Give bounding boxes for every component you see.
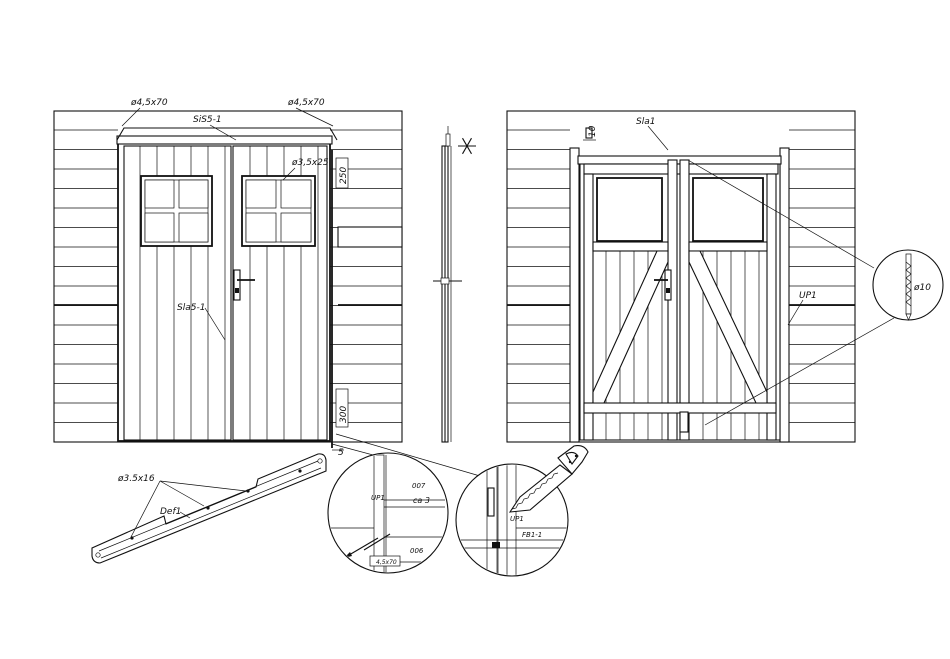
window-left (141, 176, 212, 246)
detail-post-fixing: UP1 007 ca 3 006 4,5x70 (328, 434, 480, 575)
detail-ca3-label: ca 3 (413, 496, 430, 505)
floor-bolt (680, 412, 688, 432)
side-section (433, 126, 476, 442)
strip-part-label: Def1 (160, 507, 181, 517)
back-elevation: 10 Sla1 UP1 ø10 (507, 111, 943, 442)
post-label: UP1 (799, 291, 817, 301)
door-panel-label: Sla5-1 (177, 303, 205, 313)
jamb-right (780, 148, 789, 442)
dim-10-label: 10 (588, 125, 598, 137)
dim-5-label: 5 (338, 448, 344, 458)
window-right (242, 176, 315, 246)
top-rail-back-label: Sla1 (636, 117, 655, 127)
drill-label: ø10 (913, 283, 931, 293)
back-window-left (597, 178, 662, 241)
top-rail (117, 136, 332, 144)
detail-size-label: 4,5x70 (376, 559, 397, 566)
detail2-up1-label: UP1 (510, 515, 524, 523)
front-elevation: 250 300 5 ø4,5x70 ø4,5x70 SiS5-1 ø3,5x25… (54, 98, 402, 458)
jamb-left (570, 148, 579, 442)
side-board (338, 227, 402, 247)
dim-300-label: 300 (339, 406, 349, 423)
detail-006-label: 006 (410, 547, 424, 555)
window-screw-label: ø3,5x25 (291, 158, 329, 168)
screw-label-right: ø4,5x70 (287, 98, 325, 108)
detail-up1-label: UP1 (371, 494, 385, 502)
back-window-right (693, 178, 763, 241)
top-rail-front-label: SiS5-1 (193, 115, 222, 125)
screw-label-left: ø4,5x70 (130, 98, 168, 108)
detail2-fb-label: FB1-1 (522, 531, 542, 539)
strip-screw-label: ø3.5x16 (117, 474, 155, 484)
asterisk-mark (458, 138, 476, 154)
dim-250-label: 250 (339, 167, 349, 184)
detail-saw-cut: UP1 FB1-1 (456, 446, 588, 582)
trim-strip-part: ø3.5x16 Def1 (92, 454, 326, 563)
detail-007-label: 007 (412, 482, 426, 490)
center-stile-right (680, 160, 689, 440)
